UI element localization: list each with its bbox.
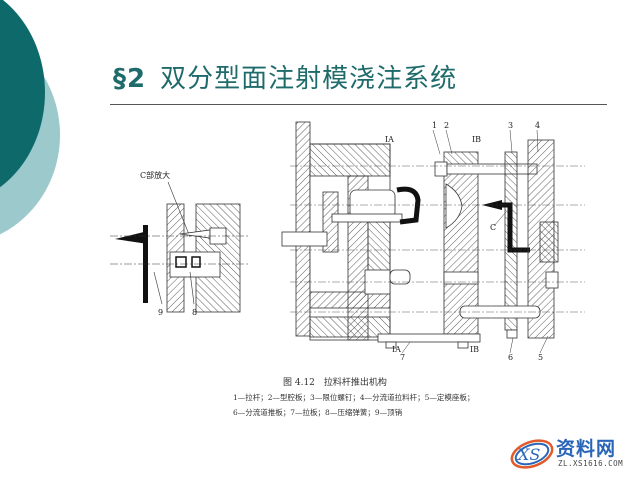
svg-text:5: 5 <box>538 353 543 362</box>
svg-text:C: C <box>490 223 496 232</box>
svg-text:IB: IB <box>472 135 481 144</box>
watermark-logo: XS 资料网 ZL.XS1616.COM <box>508 432 636 474</box>
svg-text:1: 1 <box>432 121 437 130</box>
watermark-url: ZL.XS1616.COM <box>558 459 624 468</box>
watermark-name: 资料网 <box>556 438 617 460</box>
detail-label: C部放大 <box>140 170 170 180</box>
mold-diagram: C部放大 9 8 <box>110 121 585 362</box>
section-marker: §2 <box>113 64 147 94</box>
svg-text:7: 7 <box>400 353 405 362</box>
svg-text:6: 6 <box>508 353 513 362</box>
svg-text:9: 9 <box>158 308 163 317</box>
svg-text:XS: XS <box>516 445 540 464</box>
svg-text:IA: IA <box>392 345 401 354</box>
title-text: 双分型面注射模浇注系统 <box>160 64 458 94</box>
detail-c-enlarged: C部放大 9 8 <box>110 170 250 317</box>
caption-legend-line-2: 6—分流道推板；7—拉板；8—压缩弹簧；9—顶销 <box>233 408 403 417</box>
svg-text:IA: IA <box>385 135 394 144</box>
title-divider <box>110 104 607 105</box>
svg-text:2: 2 <box>444 121 449 130</box>
caption-legend-line-1: 1—拉杆；2—型腔板；3—限位螺钉；4—分流道拉料杆；5—定模座板； <box>233 393 475 402</box>
svg-text:8: 8 <box>192 308 197 317</box>
svg-text:IB: IB <box>470 345 479 354</box>
caption-title: 图 4.12 拉料杆推出机构 <box>283 378 387 388</box>
svg-text:3: 3 <box>508 121 513 130</box>
slide-title: §2 双分型面注射模浇注系统 <box>113 58 457 95</box>
svg-text:4: 4 <box>535 121 540 130</box>
xs-logo-icon: XS <box>510 439 554 469</box>
main-mold-assembly: IA 1 2 IB 3 4 C IA 7 IB 6 5 <box>281 121 585 362</box>
